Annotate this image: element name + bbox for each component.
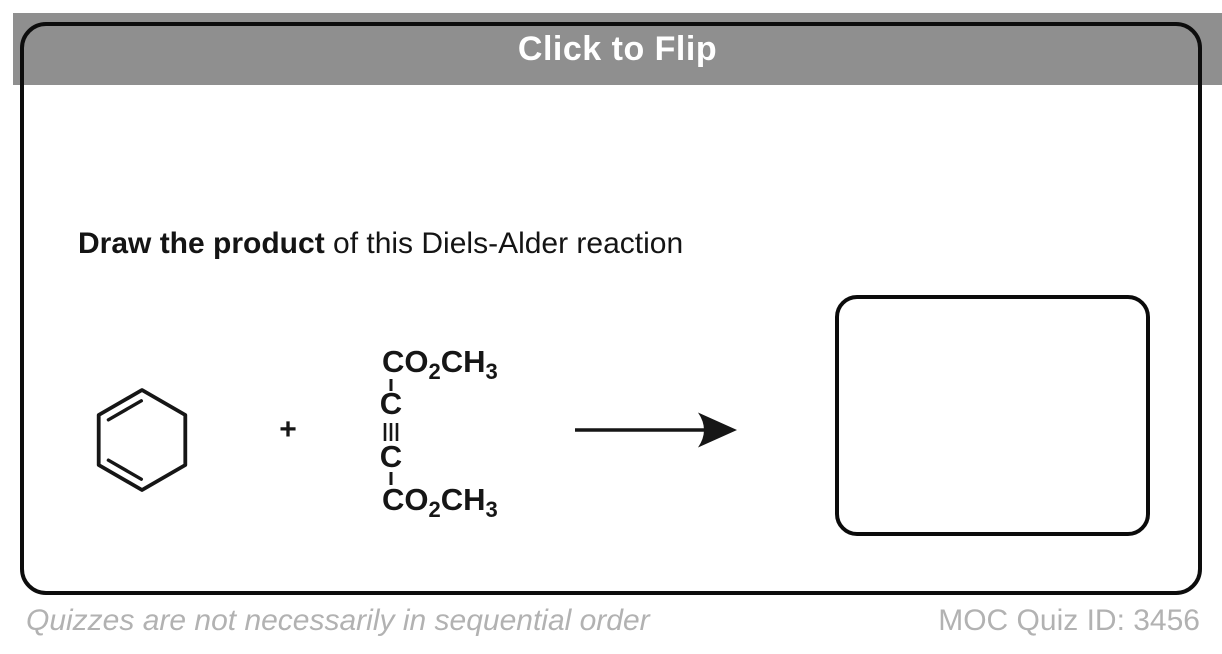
- alkyne-carbon-top: C: [380, 386, 402, 421]
- ester-group-bottom: CO2CH3: [382, 482, 498, 522]
- alkyne-carbon-bottom: C: [380, 439, 402, 474]
- prompt-rest-text: of this Diels-Alder reaction: [324, 227, 684, 260]
- question-prompt: Draw the product of this Diels-Alder rea…: [78, 229, 683, 259]
- footer-note: Quizzes are not necessarily in sequentia…: [26, 604, 650, 637]
- ester-group-top: CO2CH3: [382, 344, 498, 384]
- prompt-bold-text: Draw the product: [78, 227, 325, 260]
- dienophile-dmad-structure: CO2CH3 C C CO2CH3: [380, 344, 498, 522]
- double-bond-lower-left: [106, 458, 144, 481]
- hexagon-ring: [96, 388, 188, 492]
- flip-bar-label: Click to Flip: [517, 30, 718, 68]
- quiz-id-label: MOC Quiz ID: 3456: [938, 604, 1200, 637]
- arrowhead: [698, 412, 737, 448]
- plus-sign: +: [279, 413, 297, 446]
- diene-cyclohexadiene-structure: [96, 388, 188, 492]
- double-bond-upper-left: [106, 399, 144, 422]
- flashcard[interactable]: [20, 22, 1202, 595]
- triple-bond: [383, 423, 399, 441]
- reaction-arrow: [575, 412, 737, 448]
- answer-placeholder-box: [835, 295, 1150, 536]
